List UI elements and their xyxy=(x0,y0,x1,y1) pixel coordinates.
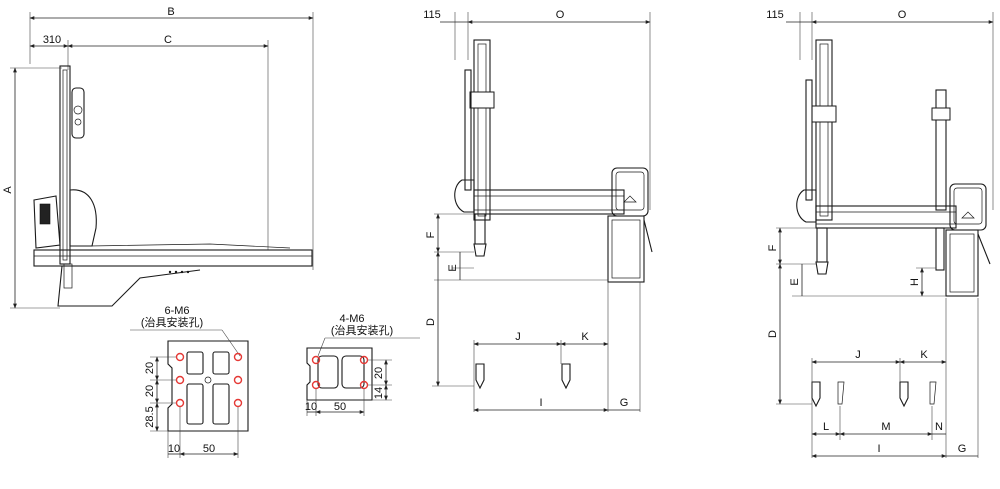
plate2-note-thread: 4-M6 xyxy=(339,313,364,325)
dim-A: A xyxy=(2,186,14,194)
right-dim-115: 115 xyxy=(766,9,784,21)
mid-dim-O: O xyxy=(556,9,565,21)
mid-dim-F: F xyxy=(425,231,437,238)
right-dim-J: J xyxy=(855,349,861,361)
right-dim-D: D xyxy=(767,330,779,338)
right-dim-H: H xyxy=(909,278,921,286)
fixture-plate-6-m6: 6-M6 (治具安装孔) 20 20 28.5 10 50 xyxy=(130,305,249,458)
mid-dim-G: G xyxy=(620,397,629,409)
right-dim-F: F xyxy=(767,244,779,251)
plate1-note-desc: (治具安装孔) xyxy=(141,315,203,329)
right-dim-M: M xyxy=(881,421,890,433)
plate1-dim-50: 50 xyxy=(203,443,215,455)
mid-dim-J: J xyxy=(515,331,521,343)
right-dim-K: K xyxy=(920,349,928,361)
mid-dim-E: E xyxy=(447,264,459,271)
plate2-dim-20: 20 xyxy=(373,367,385,379)
plate1-dim-28-5: 28.5 xyxy=(144,406,156,427)
plate1-dim-20a: 20 xyxy=(144,362,156,374)
side-view-drawing: B 310 C A xyxy=(2,6,314,309)
mid-dim-K: K xyxy=(581,331,589,343)
plate1-dim-20b: 20 xyxy=(144,385,156,397)
right-dim-N: N xyxy=(935,421,943,433)
mid-dim-D: D xyxy=(425,318,437,326)
dim-B: B xyxy=(167,6,174,18)
right-dim-L: L xyxy=(823,421,829,433)
front-view-dual-arm: 115 O F E H D xyxy=(766,9,994,458)
plate1-dim-10: 10 xyxy=(168,443,180,455)
plate2-dim-14: 14 xyxy=(373,387,385,399)
plate2-dim-10: 10 xyxy=(305,401,317,413)
dim-310: 310 xyxy=(43,34,61,46)
dim-C: C xyxy=(164,34,172,46)
front-view-single-arm: 115 O F E D xyxy=(423,9,653,412)
plate2-note-desc: (治具安装孔) xyxy=(331,323,393,337)
right-dim-I: I xyxy=(877,443,880,455)
mid-dim-115: 115 xyxy=(423,9,441,21)
plate2-dim-50: 50 xyxy=(334,401,346,413)
right-dim-G: G xyxy=(958,443,967,455)
right-dim-O: O xyxy=(898,9,907,21)
plate1-note-thread: 6-M6 xyxy=(164,305,189,317)
fixture-plate-4-m6: 4-M6 (治具安装孔) 20 14 10 50 xyxy=(305,313,420,416)
right-dim-E: E xyxy=(789,278,801,285)
mid-dim-I: I xyxy=(539,397,542,409)
